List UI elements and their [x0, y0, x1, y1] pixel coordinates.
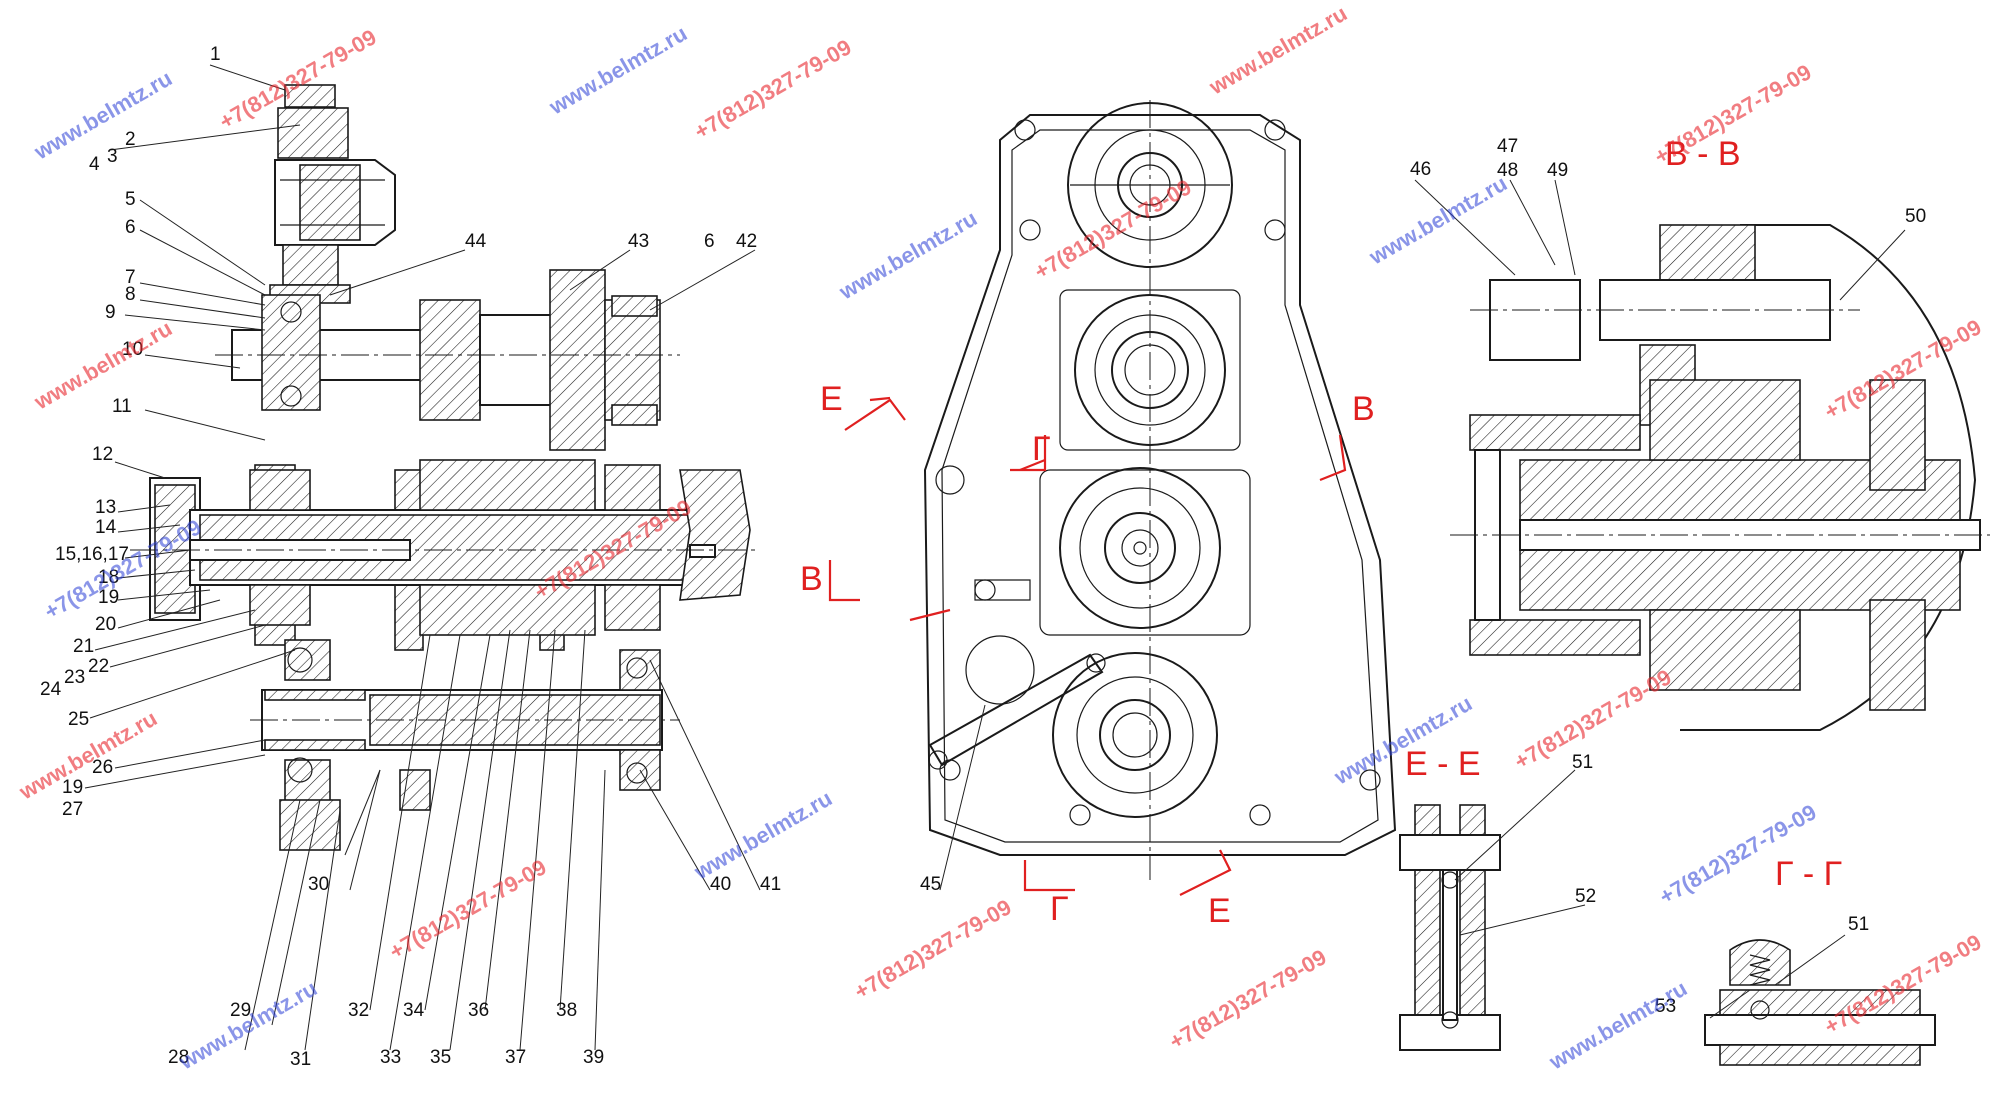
main-section-view: [130, 84, 760, 851]
callout-35: 35: [430, 1047, 451, 1068]
callout-12: 12: [92, 444, 113, 465]
watermark-site: www.belmtz.ru: [544, 20, 691, 119]
section-cut-marks: Е В Г В Г Е: [800, 380, 1375, 930]
callout-19: 19: [98, 587, 119, 608]
callout-29: 29: [230, 1000, 251, 1021]
part-callouts: 1 2 3 4 5 6 7 8 9 10 11 12 13 14 15,16,1…: [40, 44, 1926, 1070]
watermark-site: www.belmtz.ru: [1204, 0, 1351, 99]
callout-10: 10: [122, 339, 143, 360]
callout-42: 42: [736, 231, 757, 252]
callout-11: 11: [112, 396, 132, 417]
watermark-site: www.belmtz.ru: [1364, 170, 1511, 269]
callout-47: 47: [1497, 136, 1518, 157]
callout-15-16-17: 15,16,17: [55, 544, 129, 565]
callout-13: 13: [95, 497, 116, 518]
callout-38: 38: [556, 1000, 577, 1021]
callout-9: 9: [105, 302, 116, 323]
section-mark-g-bottom: Г: [1050, 890, 1068, 928]
callout-51-ee: 51: [1572, 752, 1593, 773]
callout-53: 53: [1655, 996, 1676, 1017]
callout-24: 24: [40, 679, 62, 700]
section-ee-title: Е - Е: [1405, 745, 1481, 783]
callout-40: 40: [710, 874, 731, 895]
section-mark-e-top: Е: [820, 380, 843, 418]
callout-36: 36: [468, 1000, 489, 1021]
callout-21: 21: [73, 636, 94, 657]
callout-3: 3: [107, 146, 118, 167]
callout-19-lower: 19: [62, 777, 83, 798]
callout-18: 18: [98, 567, 119, 588]
callout-52: 52: [1575, 886, 1596, 907]
watermark-site: www.belmtz.ru: [29, 315, 176, 414]
front-housing-view: [923, 100, 1397, 880]
watermark-phone: +7(812)327-79-09: [850, 894, 1016, 1004]
callout-48: 48: [1497, 160, 1518, 181]
watermark-site: www.belmtz.ru: [834, 205, 981, 304]
callout-31: 31: [290, 1049, 311, 1070]
callout-49: 49: [1547, 160, 1568, 181]
callout-27: 27: [62, 799, 83, 820]
callout-51-gg: 51: [1848, 914, 1869, 935]
callout-39: 39: [583, 1047, 604, 1068]
callout-32: 32: [348, 1000, 369, 1021]
watermark-phone: +7(812)327-79-09: [1165, 944, 1331, 1054]
callout-28: 28: [168, 1047, 189, 1068]
callout-2: 2: [125, 129, 136, 150]
callout-45: 45: [920, 874, 941, 895]
callout-46: 46: [1410, 159, 1431, 180]
callout-1: 1: [210, 44, 221, 65]
section-mark-b-right: В: [1352, 390, 1375, 428]
section-bb-title: В - В: [1665, 135, 1741, 173]
callout-26: 26: [92, 757, 113, 778]
watermark-site: www.belmtz.ru: [1544, 975, 1691, 1074]
watermark-phone: +7(812)327-79-09: [385, 854, 551, 964]
callout-8: 8: [125, 284, 136, 305]
section-mark-g-top: Г: [1032, 430, 1050, 468]
callout-25: 25: [68, 709, 89, 730]
section-ee-view: Е - Е: [1399, 745, 1501, 1051]
callout-33: 33: [380, 1047, 401, 1068]
callout-30: 30: [308, 874, 329, 895]
callout-34: 34: [403, 1000, 425, 1021]
callout-14: 14: [95, 517, 117, 538]
section-mark-b-left: В: [800, 560, 823, 598]
callout-23: 23: [64, 667, 85, 688]
watermark-site: www.belmtz.ru: [29, 65, 176, 164]
watermark-site: www.belmtz.ru: [689, 785, 836, 884]
callout-50: 50: [1905, 206, 1926, 227]
callout-7: 7: [125, 267, 136, 288]
section-mark-e-bottom: Е: [1208, 892, 1231, 930]
callout-41: 41: [760, 874, 781, 895]
callout-5: 5: [125, 189, 136, 210]
section-gg-view: Г - Г: [1704, 855, 1936, 1066]
callout-44: 44: [465, 231, 487, 252]
watermark-phone: +7(812)327-79-09: [1030, 174, 1196, 284]
section-bb-view: В - В: [1450, 135, 1990, 731]
callout-22: 22: [88, 656, 109, 677]
watermark-phone: +7(812)327-79-09: [690, 34, 856, 144]
callout-37: 37: [505, 1047, 526, 1068]
callout-43: 43: [628, 231, 649, 252]
section-gg-title: Г - Г: [1775, 855, 1842, 893]
callout-20: 20: [95, 614, 116, 635]
callout-6-right: 6: [704, 231, 715, 252]
callout-4: 4: [89, 154, 100, 175]
callout-6: 6: [125, 217, 136, 238]
